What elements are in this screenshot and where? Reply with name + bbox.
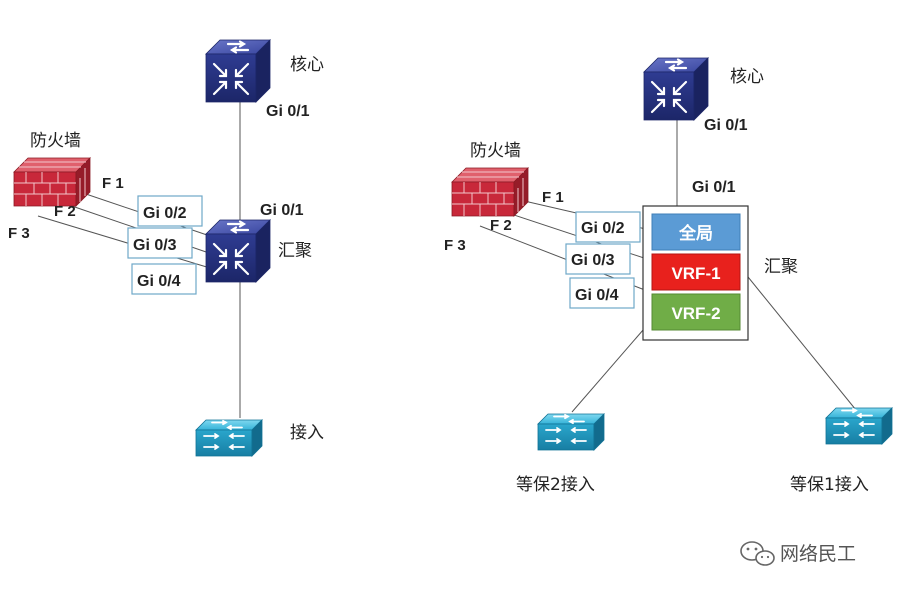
right-f2-label: F 2	[490, 217, 512, 234]
right-gi03-label: Gi 0/3	[571, 252, 615, 269]
watermark-text: 网络民工	[780, 543, 856, 565]
left-f1-label: F 1	[102, 175, 124, 192]
right-vrf1-label: VRF-1	[671, 264, 720, 283]
left-gi02-box	[137, 195, 203, 227]
left-agg-port-up: Gi 0/1	[260, 202, 304, 219]
left-core-label: 核心	[290, 55, 324, 75]
right-firewall-icon	[451, 167, 529, 217]
right-gi03-box	[565, 243, 631, 275]
right-agg-port-up: Gi 0/1	[692, 179, 736, 196]
right-f3-label: F 3	[444, 237, 466, 254]
right-core-port: Gi 0/1	[704, 117, 748, 134]
right-global-label: 全局	[678, 223, 713, 243]
right-vrf1-context	[651, 253, 741, 291]
right-core-label: 核心	[730, 67, 764, 87]
left-core-port: Gi 0/1	[266, 103, 310, 120]
left-agg-label: 汇聚	[278, 241, 312, 261]
left-firewall-icon	[13, 157, 91, 207]
right-access2-label: 等保2接入	[516, 475, 595, 495]
right-vrf1-access1-link	[743, 271, 857, 411]
wechat-icon	[740, 541, 775, 566]
right-gi02-box	[575, 211, 641, 243]
right-firewall-label: 防火墙	[470, 141, 521, 161]
right-gi04-box	[569, 277, 635, 309]
left-access-label: 接入	[290, 423, 324, 443]
left-f2-label: F 2	[54, 203, 76, 220]
right-vrf2-access2-link	[571, 321, 651, 413]
left-gi03-box	[127, 227, 193, 259]
left-firewall-label: 防火墙	[30, 131, 81, 151]
left-gi04-label: Gi 0/4	[137, 273, 181, 290]
left-f3-label: F 3	[8, 225, 30, 242]
right-vrf2-context	[651, 293, 741, 331]
left-f3-link	[37, 215, 211, 269]
left-gi02-label: Gi 0/2	[143, 205, 187, 222]
right-agg-label: 汇聚	[764, 257, 798, 277]
left-gi04-box	[131, 263, 197, 295]
right-gi02-label: Gi 0/2	[581, 220, 625, 237]
right-access2-switch-icon	[537, 413, 605, 451]
left-agg-switch-icon	[204, 218, 272, 284]
right-gi04-label: Gi 0/4	[575, 287, 619, 304]
right-core-switch-icon	[642, 56, 710, 122]
left-core-switch-icon	[204, 38, 272, 104]
left-gi03-label: Gi 0/3	[133, 237, 177, 254]
right-access1-switch-icon	[825, 407, 893, 445]
right-f1-label: F 1	[542, 189, 564, 206]
right-access1-label: 等保1接入	[790, 475, 869, 495]
right-global-context	[651, 213, 741, 251]
left-access-switch-icon	[195, 419, 263, 457]
right-vrf2-label: VRF-2	[671, 304, 720, 323]
